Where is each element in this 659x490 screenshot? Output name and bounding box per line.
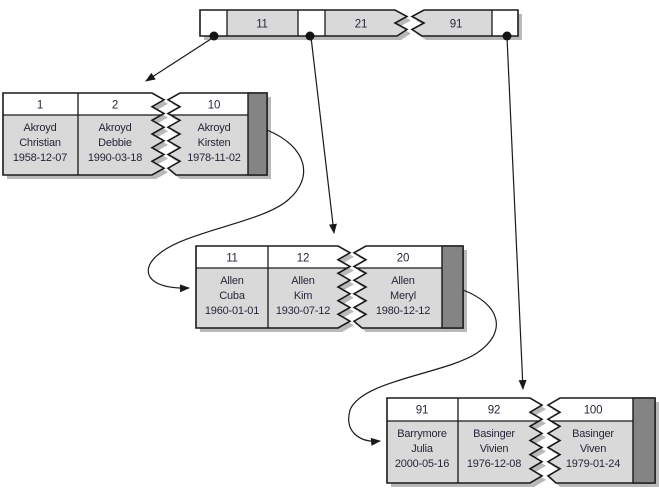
- root-key-0: 11: [256, 19, 268, 31]
- svg-text:1958-12-07: 1958-12-07: [13, 152, 67, 164]
- root-pointer-arrow-1: [310, 36, 337, 234]
- pointer-dot-1: [305, 31, 315, 41]
- svg-text:1960-01-01: 1960-01-01: [205, 305, 259, 317]
- leaf1-record-2: Akroyd Kirsten 1978-11-02: [187, 122, 241, 164]
- root-key-cell-1: [227, 10, 298, 36]
- svg-text:Akroyd: Akroyd: [197, 122, 230, 134]
- svg-text:Viven: Viven: [580, 443, 606, 455]
- root-pointer-arrow-2: [506, 36, 527, 390]
- svg-text:1990-03-18: 1990-03-18: [88, 152, 142, 164]
- leaf2-to-leaf3-link-arrow: [348, 289, 497, 446]
- leaf-node-basinger: 91 92 100 Barrymore Julia 2000-05-16 Bas…: [386, 397, 659, 487]
- leaf2-key-0: 11: [226, 253, 238, 265]
- svg-text:Barrymore: Barrymore: [397, 428, 447, 440]
- leaf3-key-0: 91: [416, 405, 428, 417]
- leaf3-key-1: 92: [488, 405, 500, 417]
- leaf2-record-1: Allen Kim 1930-07-12: [276, 275, 331, 317]
- root-node: 11 21 91: [199, 9, 522, 41]
- leaf3-record-0: Barrymore Julia 2000-05-16: [395, 428, 450, 470]
- leaf2-free-space-block: [441, 245, 464, 329]
- svg-text:Allen: Allen: [391, 275, 415, 287]
- leaf1-key-0: 1: [37, 100, 43, 112]
- root-key-2: 91: [450, 19, 462, 31]
- root-key-1: 21: [355, 19, 367, 31]
- leaf2-record-0: Allen Cuba 1960-01-01: [205, 275, 260, 317]
- leaf3-record-2: Basinger Viven 1979-01-24: [566, 428, 621, 470]
- leaf1-key-2: 10: [208, 100, 220, 112]
- svg-text:Debbie: Debbie: [98, 137, 132, 149]
- svg-text:Basinger: Basinger: [572, 428, 614, 440]
- leaf2-record-2: Allen Meryl 1980-12-12: [376, 275, 431, 317]
- leaf-node-akroyd: 1 2 10 Akroyd Christian 1958-12-07 Akroy…: [2, 92, 271, 179]
- svg-text:Julia: Julia: [411, 443, 434, 455]
- leaf2-key-1: 12: [297, 253, 309, 265]
- leaf1-key-1: 2: [112, 100, 118, 112]
- svg-text:Akroyd: Akroyd: [98, 122, 131, 134]
- svg-text:Meryl: Meryl: [390, 290, 416, 302]
- svg-text:1978-11-02: 1978-11-02: [187, 152, 241, 164]
- svg-text:1979-01-24: 1979-01-24: [566, 458, 620, 470]
- leaf1-body-left: [3, 115, 164, 175]
- root-pointer-arrow-0: [145, 36, 215, 82]
- svg-text:Allen: Allen: [220, 275, 244, 287]
- svg-text:1980-12-12: 1980-12-12: [376, 305, 430, 317]
- svg-text:Akroyd: Akroyd: [23, 122, 56, 134]
- svg-text:1976-12-08: 1976-12-08: [467, 458, 521, 470]
- svg-text:Kirsten: Kirsten: [198, 137, 231, 149]
- leaf3-key-2: 100: [584, 405, 603, 417]
- svg-text:Kim: Kim: [294, 290, 312, 302]
- leaf-node-allen: 11 12 20 Allen Cuba 1960-01-01 Allen Kim…: [195, 245, 467, 332]
- svg-text:2000-05-16: 2000-05-16: [395, 458, 449, 470]
- leaf1-record-1: Akroyd Debbie 1990-03-18: [88, 122, 143, 164]
- leaf3-body-left: [387, 421, 542, 483]
- leaf2-key-2: 20: [397, 253, 409, 265]
- leaf1-record-0: Akroyd Christian 1958-12-07: [13, 122, 68, 164]
- pointer-dot-2: [502, 31, 512, 41]
- leaf1-free-space-block: [247, 92, 268, 176]
- leaf3-body-right: [548, 421, 644, 483]
- svg-text:Christian: Christian: [19, 137, 61, 149]
- svg-text:Basinger: Basinger: [473, 428, 515, 440]
- svg-text:Vivien: Vivien: [480, 443, 509, 455]
- leaf3-record-1: Basinger Vivien 1976-12-08: [467, 428, 522, 470]
- leaf3-free-space-block: [632, 397, 656, 484]
- leaf2-body-left: [196, 268, 350, 328]
- svg-text:Allen: Allen: [291, 275, 315, 287]
- leaf1-to-leaf2-link-arrow: [147, 129, 305, 293]
- svg-text:Cuba: Cuba: [219, 290, 246, 302]
- svg-text:1930-07-12: 1930-07-12: [276, 305, 330, 317]
